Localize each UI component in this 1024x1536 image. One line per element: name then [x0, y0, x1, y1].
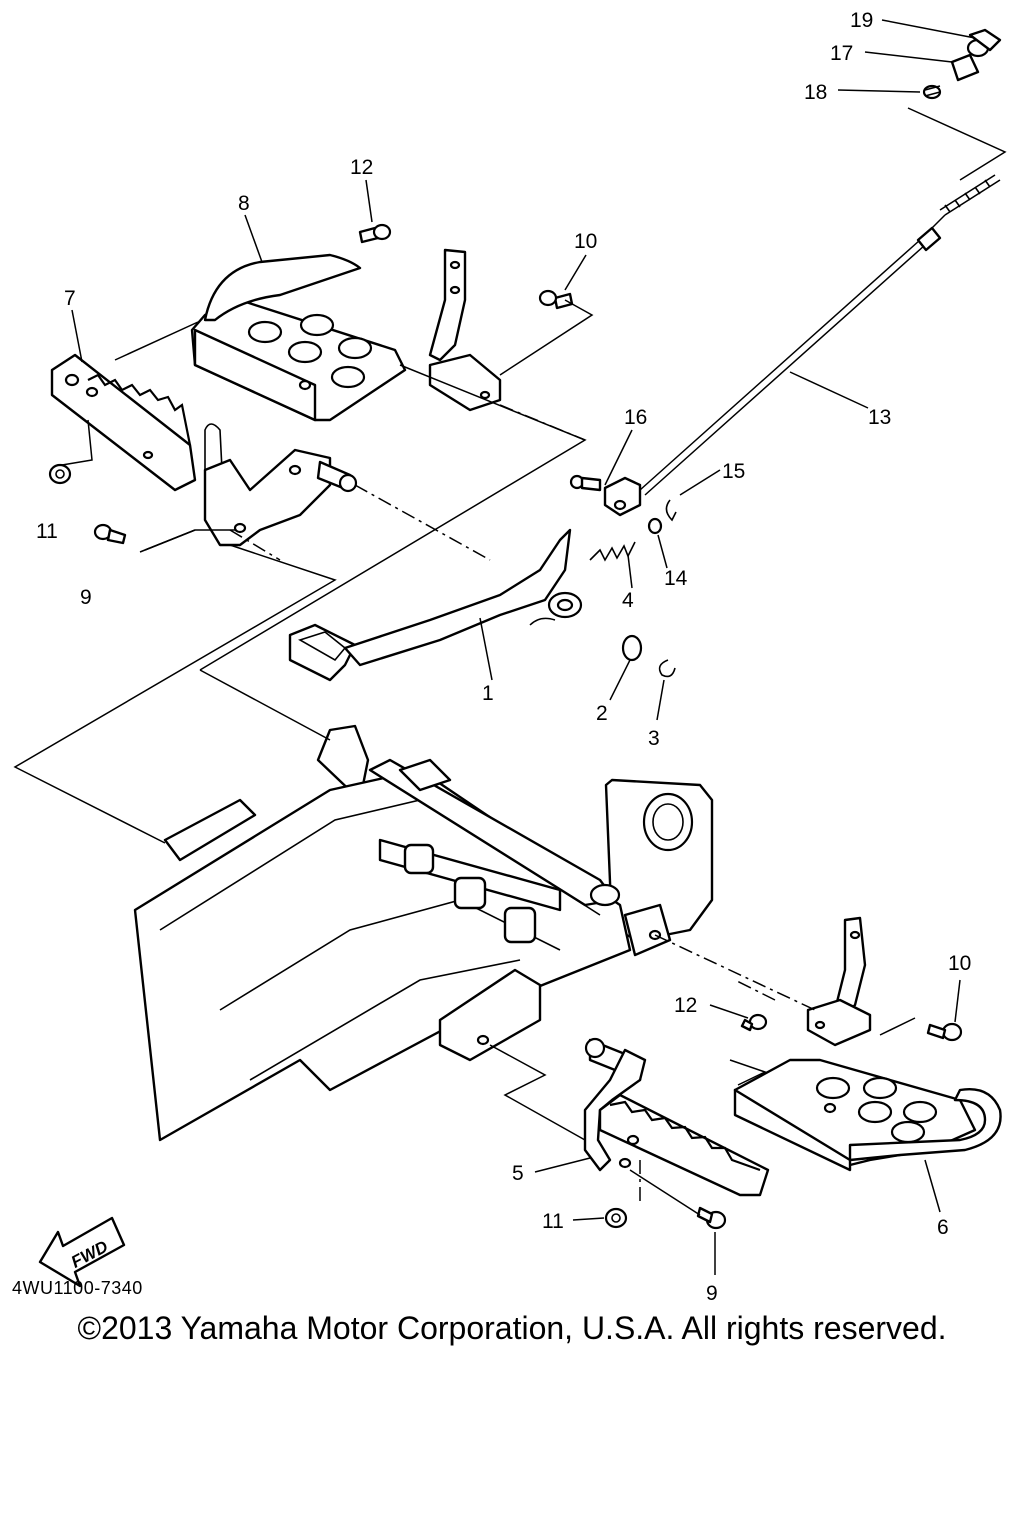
callout-19: 19: [850, 9, 873, 32]
callout-12b: 12: [674, 994, 697, 1017]
brake-cable: [639, 174, 1001, 496]
hardware-upper: [48, 28, 1002, 678]
footrest-peg-left: [50, 353, 358, 547]
callout-8: 8: [238, 192, 250, 215]
callout-5: 5: [512, 1162, 524, 1185]
frame-assembly: [133, 724, 714, 1142]
callout-7: 7: [64, 287, 76, 310]
callout-11a: 11: [36, 520, 58, 543]
callout-10a: 10: [574, 230, 597, 253]
callout-15: 15: [722, 460, 745, 483]
callout-18: 18: [804, 81, 827, 104]
callout-9a: 9: [80, 586, 92, 609]
callout-3: 3: [648, 727, 660, 750]
callout-10b: 10: [948, 952, 971, 975]
callout-14: 14: [664, 567, 688, 590]
callout-numbers: 1 2 3 4 5 6 7 8 9 9 10 10 11 11 12 12 13…: [36, 9, 971, 1305]
footrest-guard-right: [604, 916, 1002, 1230]
copyright-notice: ©2013 Yamaha Motor Corporation, U.S.A. A…: [77, 1310, 947, 1346]
callout-17: 17: [830, 42, 853, 65]
callout-9b: 9: [706, 1282, 718, 1305]
diagram-code: 4WU1100-7340: [12, 1278, 143, 1298]
callout-4: 4: [622, 589, 634, 612]
footrest-guard-left: [190, 248, 502, 422]
callout-12a: 12: [350, 156, 373, 179]
callout-13: 13: [868, 406, 891, 429]
callout-2: 2: [596, 702, 608, 725]
leader-lines: [13, 19, 1007, 1275]
callout-1: 1: [482, 682, 494, 705]
forward-arrow-icon: FWD: [38, 1216, 126, 1288]
callout-11b: 11: [542, 1210, 564, 1233]
brake-pedal: [288, 528, 583, 682]
footrest-peg-right: [583, 1037, 770, 1197]
callout-6: 6: [937, 1216, 949, 1239]
callout-16: 16: [624, 406, 647, 429]
